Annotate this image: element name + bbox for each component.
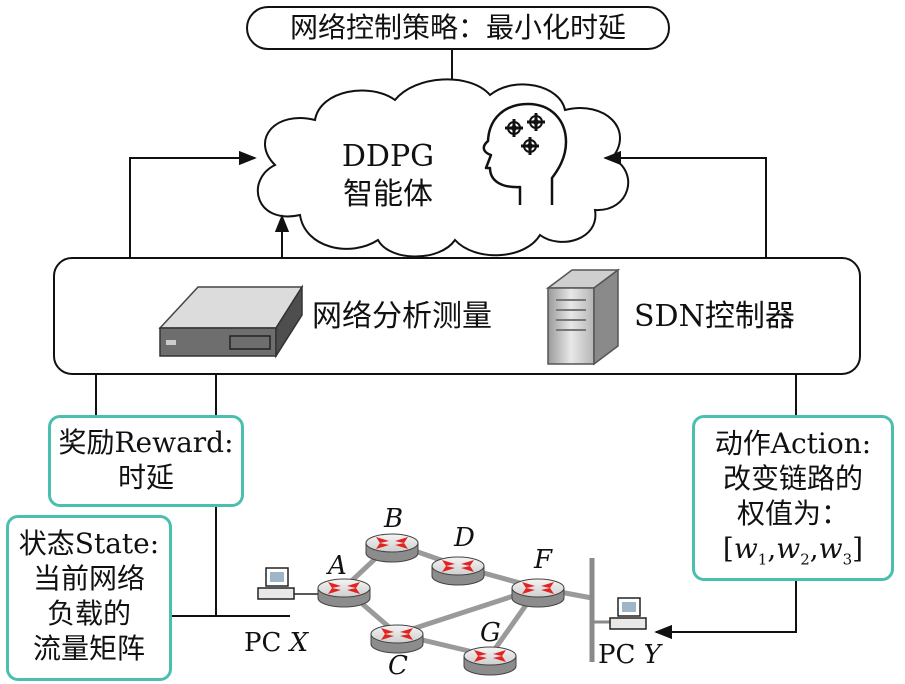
controller-label: SDN控制器	[634, 299, 795, 334]
computer-icon	[609, 597, 647, 630]
node-label-a: A	[328, 551, 347, 581]
pc-x-label: PC X	[244, 628, 309, 658]
router-icon	[365, 533, 419, 563]
pc-y-label: PC Y	[598, 640, 661, 670]
right-loop-arrow	[603, 150, 767, 258]
router-icon	[463, 646, 517, 676]
node-label-d: D	[454, 523, 475, 553]
router-icon	[431, 556, 485, 586]
router-icon	[317, 578, 371, 608]
computer-icon	[257, 567, 318, 600]
state-line-2: 当前网络	[32, 562, 145, 595]
tower-server-icon	[545, 268, 621, 366]
left-loop-arrow	[129, 150, 257, 258]
router-icon	[511, 578, 565, 608]
node-label-f: F	[534, 545, 553, 575]
action-line-2: 改变链路的	[722, 462, 863, 495]
state-line-3: 负载的	[46, 597, 131, 630]
policy-box: 网络控制策略：最小化时延	[246, 6, 670, 50]
action-weights: [w1,w2,w3]	[722, 532, 864, 569]
action-callout: 动作Action: 改变链路的 权值为： [w1,w2,w3]	[692, 415, 894, 581]
state-line-1: 状态State:	[18, 527, 160, 560]
agent-name: DDPG	[341, 139, 435, 174]
reward-callout: 奖励Reward: 时延	[48, 415, 244, 507]
node-label-c: C	[388, 651, 408, 681]
router-icon	[370, 624, 424, 654]
node-label-g: G	[480, 618, 501, 648]
agent-subtitle: 智能体	[343, 177, 433, 212]
reward-line-1: 奖励Reward:	[58, 426, 234, 459]
state-line-4: 流量矩阵	[32, 632, 145, 665]
action-line-1: 动作Action:	[714, 427, 872, 460]
node-label-b: B	[384, 504, 404, 534]
reward-line-2: 时延	[117, 461, 174, 494]
ai-head-icon	[482, 102, 568, 205]
server-icon	[158, 284, 304, 359]
measurement-label: 网络分析测量	[312, 299, 492, 334]
state-callout: 状态State: 当前网络 负载的 流量矩阵	[6, 515, 172, 681]
action-line-3: 权值为：	[736, 497, 849, 530]
